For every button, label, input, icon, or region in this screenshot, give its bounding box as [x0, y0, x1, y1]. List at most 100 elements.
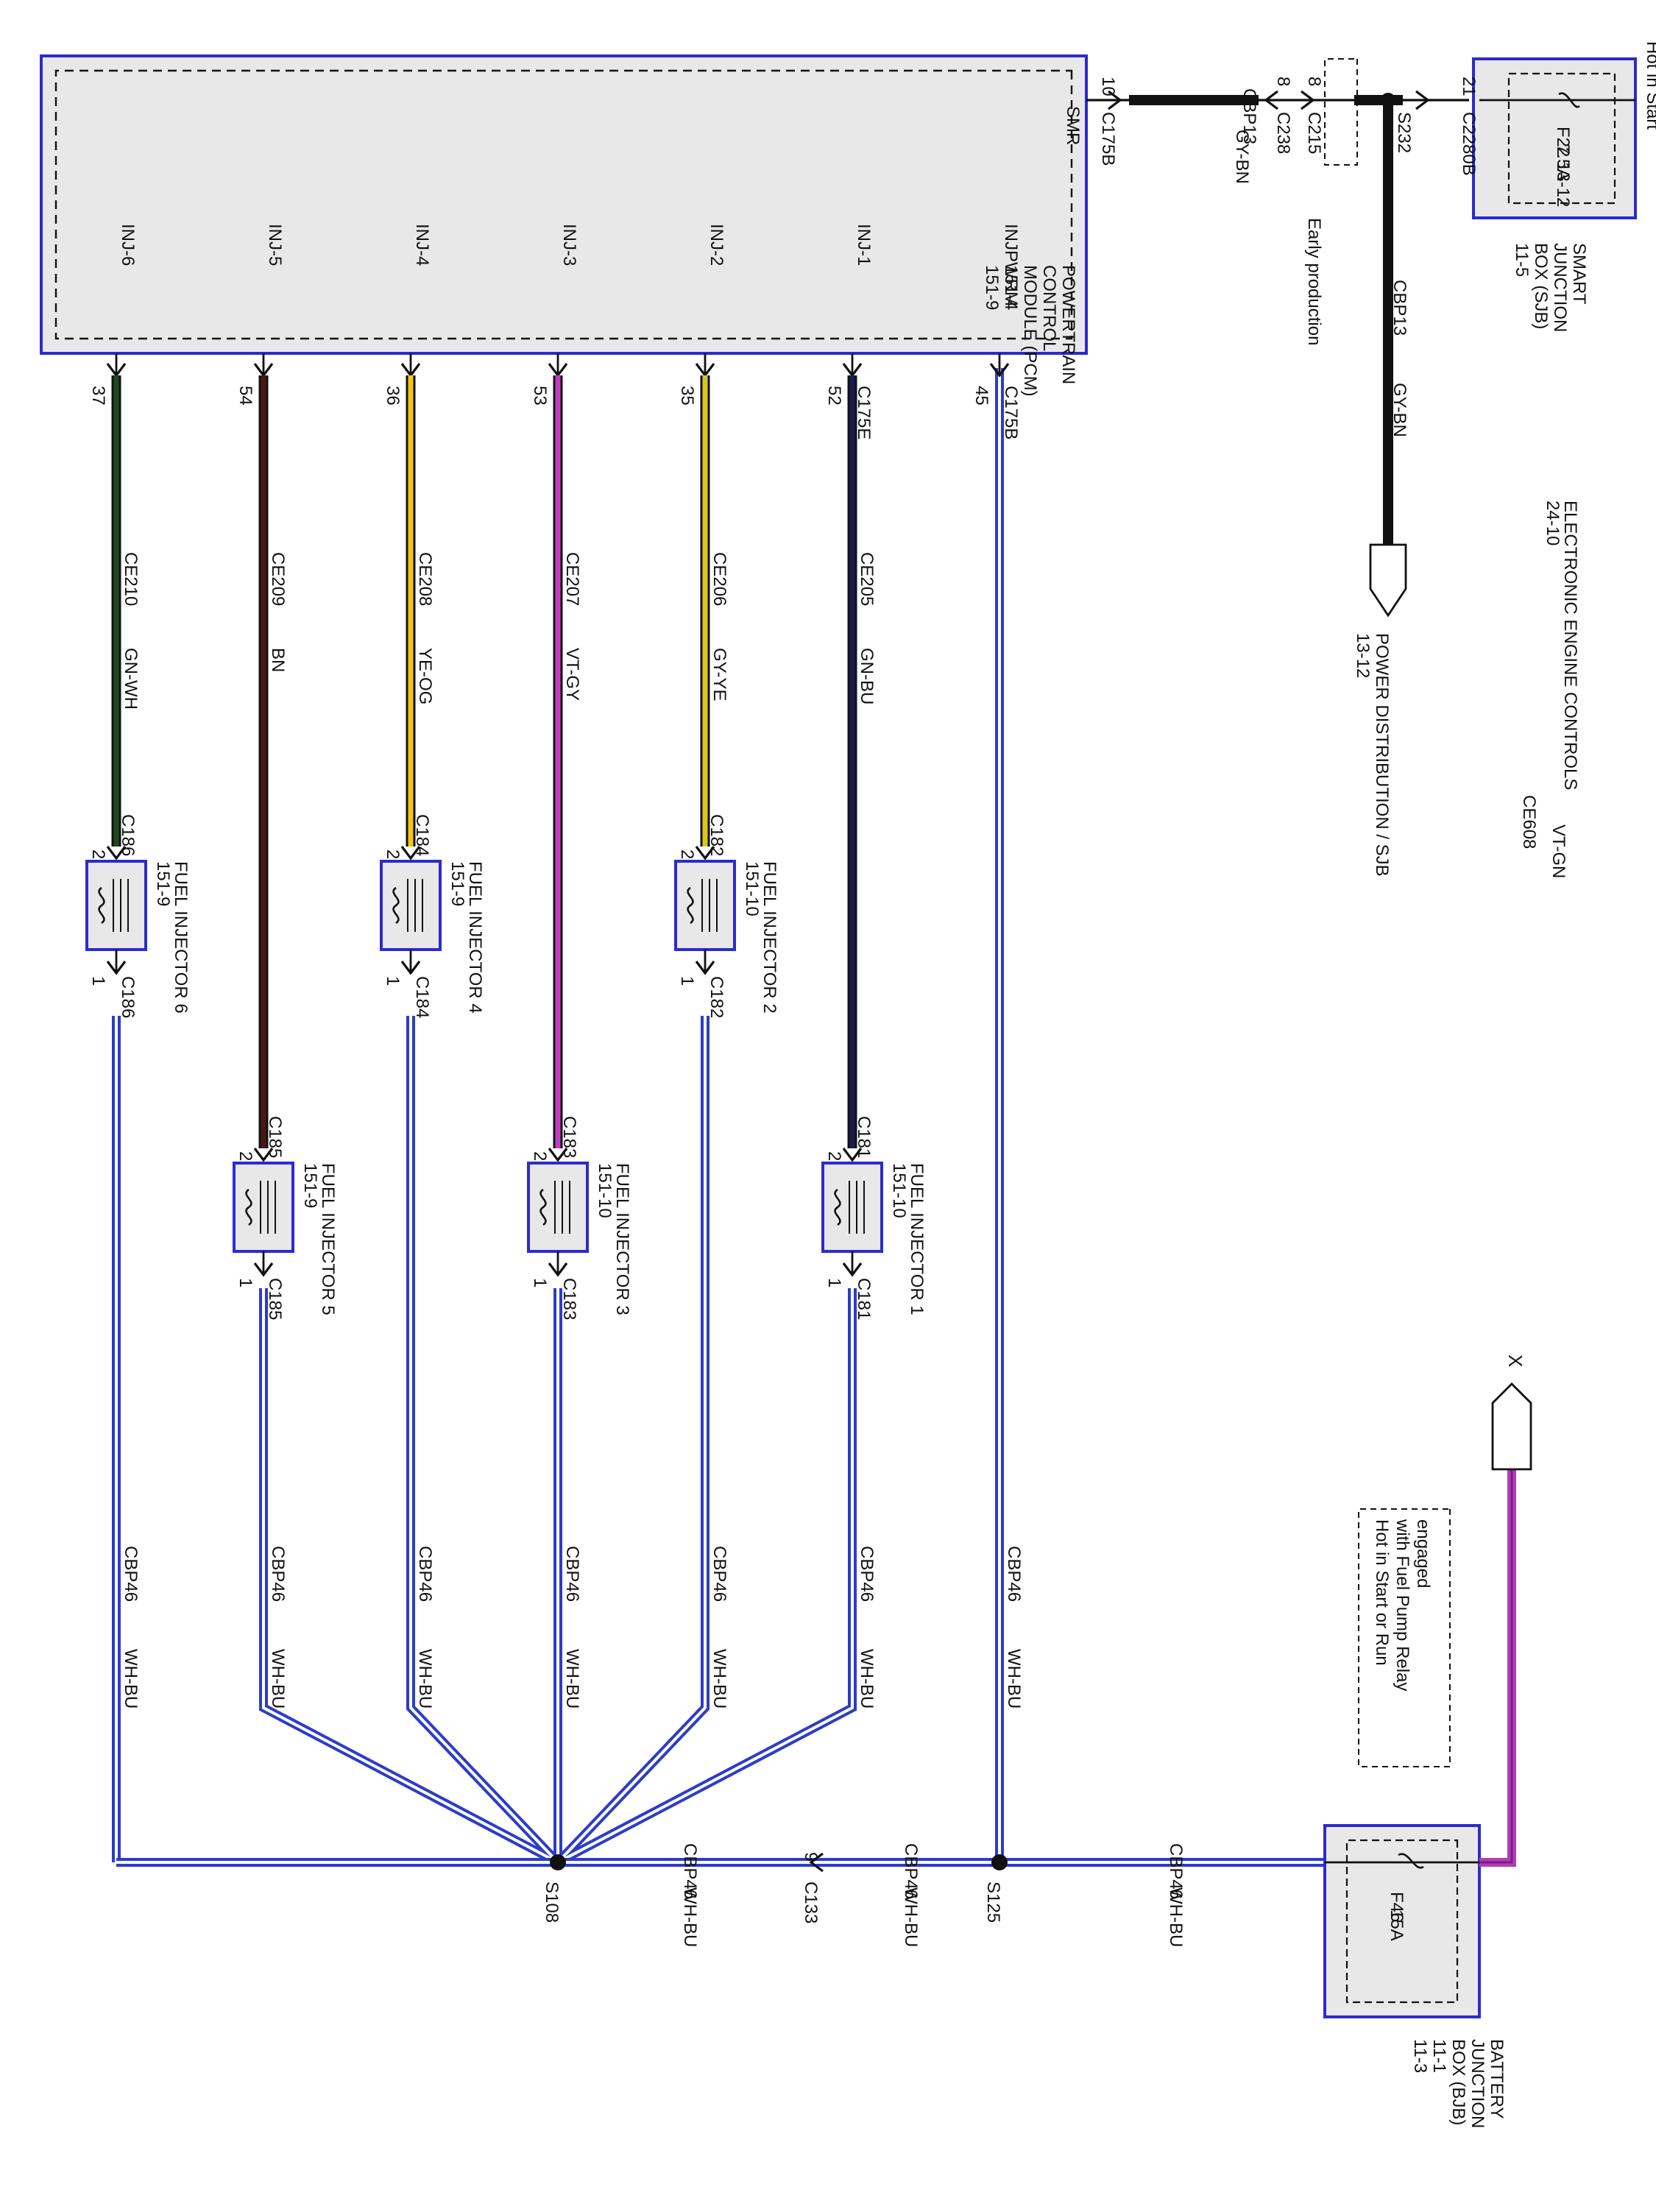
pcm-title-line: CONTROL: [1039, 265, 1059, 351]
injector-pin-out: 1: [530, 1278, 550, 1287]
injector-ref: 151-10: [742, 861, 762, 916]
sjb-fuse-name: F22: [1553, 127, 1573, 157]
cbp46-circuit-label: CBP46: [268, 1546, 288, 1602]
injector-pin-out: 1: [88, 976, 108, 986]
ce608-circuit: CE608: [1519, 795, 1539, 849]
cbp46-backbone-color: WH-BU: [680, 1887, 700, 1947]
injector-connector-in: C182: [707, 814, 726, 856]
cbp46-circuit-label: CBP46: [710, 1546, 729, 1602]
sjb-title-line: BOX (SJB): [1531, 243, 1551, 329]
injector-core-icon: [260, 1181, 276, 1234]
injector-name: FUEL INJECTOR 5: [318, 1163, 338, 1315]
injector-wire-circuit: CE210: [121, 552, 141, 606]
injector-connector-in: C184: [412, 814, 432, 856]
cbp46-circuit-label: CBP46: [857, 1546, 877, 1602]
injector-pin-out-arrow: [400, 961, 421, 975]
splice-s108: [550, 1854, 566, 1870]
cbp46-backbone: [112, 368, 1325, 1867]
pcm-pin-label: INJ-1: [854, 224, 874, 266]
c215-note: Early production: [1304, 218, 1324, 345]
pcm-pin-label: INJPWRM: [1001, 224, 1021, 306]
injector-core-icon: [407, 879, 423, 932]
hot-note-line: engaged: [1413, 1519, 1433, 1588]
cbp46-color-label: WH-BU: [562, 1649, 582, 1709]
pcm-pin-connector: C175B: [1001, 386, 1021, 439]
eec-symbol: X: [1504, 1354, 1526, 1367]
sjb-title-line: 11-5: [1512, 243, 1532, 277]
bjb-title-line: BATTERY: [1487, 2039, 1507, 2119]
injector-ref: 151-9: [153, 861, 173, 906]
pcm-power-pin: 10: [1098, 77, 1118, 96]
injector-pin-out-arrow: [106, 961, 127, 975]
injector-pin-in-arrow: [400, 846, 421, 861]
ce608-wire: [1479, 1382, 1532, 1867]
cbp46-backbone-color: WH-BU: [1166, 1887, 1186, 1947]
pcm-pin-number: 36: [383, 386, 403, 406]
injector-pin-out: 1: [236, 1278, 255, 1287]
injector-ref: 151-9: [300, 1163, 320, 1208]
bjb-title-line: 11-3: [1410, 2039, 1430, 2073]
bjb-title-line: BOX (BJB): [1448, 2039, 1468, 2125]
splice-s108-label: S108: [542, 1881, 562, 1923]
ce608-color: VT-GN: [1549, 824, 1568, 878]
sjb-fuse-rating: 7.5A: [1553, 144, 1573, 180]
injector-pin-in-arrow: [253, 1148, 274, 1162]
injector-pin-out: 1: [677, 976, 697, 986]
injector-connector-out: C186: [118, 976, 138, 1018]
injector-connector-out: C185: [265, 1278, 285, 1320]
pcm-title-line: 151-4: [1001, 265, 1021, 310]
cbp46-backbone-circuit: CBP46: [1166, 1843, 1186, 1899]
cbp13-top-circuit: CBP13: [1239, 88, 1259, 144]
injector-pin-in-arrow: [695, 846, 715, 861]
cbp46-color-label: WH-BU: [121, 1649, 141, 1709]
injector-pin-in: 2: [824, 1151, 844, 1161]
c215-label: C215: [1304, 112, 1324, 154]
injector-name: FUEL INJECTOR 2: [760, 861, 779, 1014]
bjb-title-line: 11-1: [1429, 2039, 1449, 2073]
pcm-pin-label: INJ-3: [559, 224, 579, 266]
c238-pin: 8: [1273, 77, 1293, 86]
cbp46-color-label: WH-BU: [268, 1649, 288, 1709]
injector-ref: 151-9: [447, 861, 467, 906]
injector-pin-out: 1: [824, 1278, 844, 1287]
pcm-pin-number: 45: [972, 386, 991, 406]
injector-pin-in-arrow: [106, 846, 127, 861]
injector-coil-icon: [98, 886, 105, 925]
injector-name: FUEL INJECTOR 6: [171, 861, 191, 1014]
injector-ref: 151-10: [595, 1163, 615, 1218]
cbp46-color-label: WH-BU: [857, 1649, 877, 1709]
injector-coil-icon: [245, 1188, 252, 1226]
injector-body: [380, 860, 442, 951]
pcm-pin-number: 54: [236, 386, 255, 406]
injector-core-icon: [113, 879, 129, 932]
cbp46-circuit-label: CBP46: [121, 1546, 141, 1602]
injector-connector-in: C183: [559, 1116, 579, 1158]
pcm-pin-arrow: [989, 363, 1010, 378]
bjb-title-line: JUNCTION: [1468, 2039, 1487, 2128]
cbp46-color-label: WH-BU: [1004, 1649, 1024, 1709]
pcm-pin-label: INJ-6: [118, 224, 138, 266]
sjb-connector: C2280B: [1459, 112, 1479, 176]
pcm-title-line: POWERTRAIN: [1058, 265, 1078, 384]
sjb-box: [1472, 57, 1637, 219]
power-dist-color: GY-BN: [1390, 383, 1409, 437]
injector-pin-in-arrow: [548, 1148, 568, 1162]
injector-wire-circuit: CE209: [268, 552, 288, 606]
injector-wire-circuit: CE205: [857, 552, 877, 606]
c133-pin: 9: [801, 1852, 821, 1862]
injector-coil-icon: [834, 1188, 841, 1226]
c215-pin: 8: [1304, 77, 1324, 86]
injector-pin-out-arrow: [842, 1262, 863, 1277]
pcm-pin-label: INJ-2: [707, 224, 726, 266]
injector-connector-out: C183: [559, 1278, 579, 1320]
injector-wire-color-label: BN: [268, 648, 288, 672]
cbp13-top-wire: [1086, 58, 1469, 618]
injector-coil-icon: [539, 1188, 547, 1226]
pcm-smr: SMR: [1063, 106, 1083, 145]
power-dist-label-line: POWER DISTRIBUTION / SJB: [1372, 633, 1392, 877]
cbp13-top-color: GY-BN: [1232, 130, 1252, 184]
injector-ref: 151-10: [889, 1163, 909, 1218]
eec-ref: 24-10: [1543, 501, 1563, 545]
